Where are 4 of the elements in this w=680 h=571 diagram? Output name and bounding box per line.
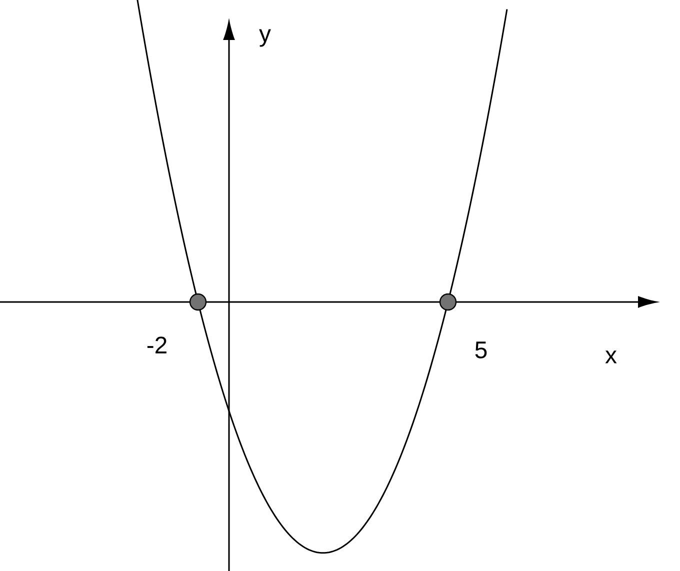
tick-label: 5 bbox=[475, 342, 487, 358]
axis-label: y bbox=[259, 29, 271, 47]
axis-label: x bbox=[605, 350, 617, 364]
tick-label: -2 bbox=[147, 336, 166, 354]
